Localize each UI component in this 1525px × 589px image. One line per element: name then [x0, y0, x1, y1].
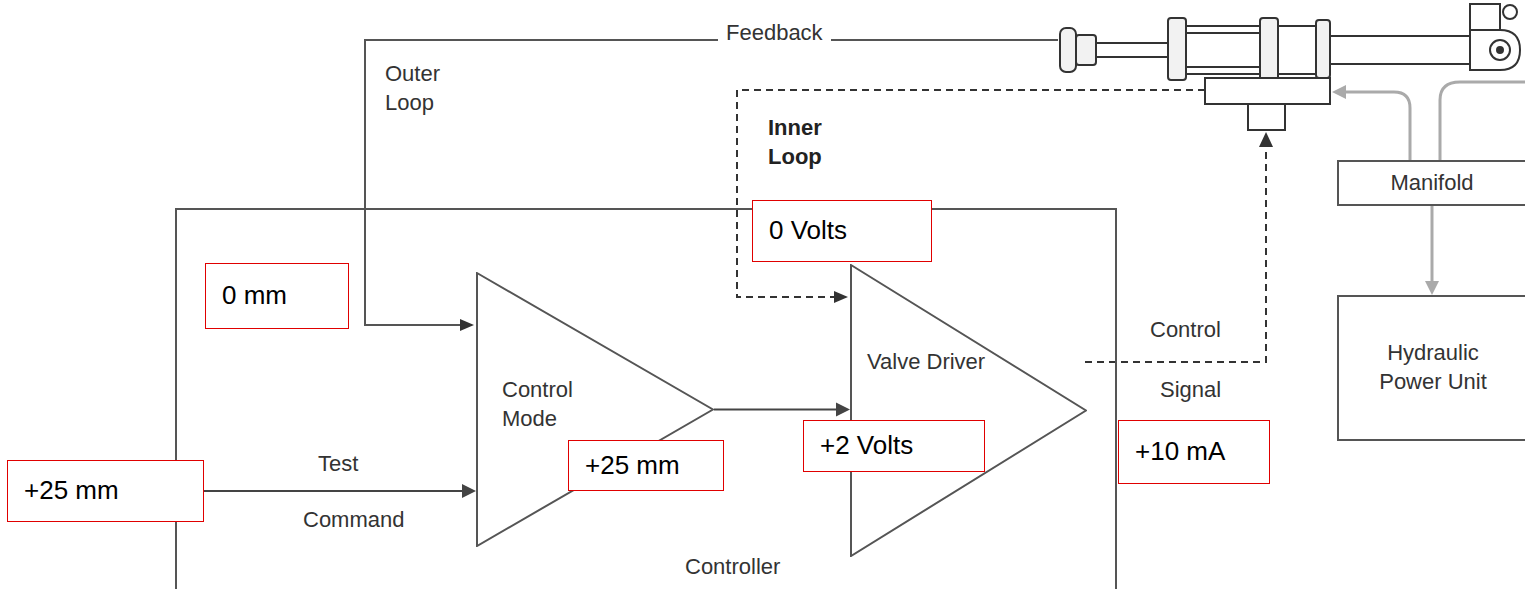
hydraulic-line: [1344, 82, 1525, 160]
manifold-box: Manifold: [1337, 160, 1525, 206]
hydraulic-arrow: [1332, 85, 1346, 99]
actuator: [1060, 4, 1520, 130]
feedback-line: [365, 40, 1058, 325]
value-text: +25 mm: [585, 449, 680, 483]
node-label: Hydraulic Power Unit: [1373, 339, 1493, 396]
node-label: Valve Driver: [867, 348, 985, 377]
valve-driver-amplifier: Valve Driver: [850, 264, 1087, 557]
signal-connector: [204, 484, 476, 498]
signal-label: Signal: [1160, 376, 1221, 405]
loop-label: Inner Loop: [768, 114, 858, 171]
value-text: +10 mA: [1135, 435, 1225, 469]
loop-label: Feedback: [718, 19, 831, 48]
value-callout: +2 Volts: [803, 420, 985, 472]
value-callout: 0 Volts: [752, 200, 932, 262]
inner-loop-line: [737, 90, 1205, 297]
value-text: +2 Volts: [820, 429, 913, 463]
value-callout: +25 mm: [7, 460, 204, 522]
signal-connector: [714, 403, 850, 417]
value-callout: +10 mA: [1118, 420, 1270, 484]
node-label: Control Mode: [502, 376, 602, 433]
node-label: Manifold: [1390, 169, 1473, 198]
control-signal-line: [1085, 146, 1266, 362]
signal-label: Control: [1150, 316, 1221, 345]
power-unit-box: Hydraulic Power Unit: [1337, 295, 1525, 441]
value-text: 0 mm: [222, 279, 287, 313]
signal-label: Test: [318, 450, 358, 479]
value-callout: +25 mm: [568, 440, 724, 491]
loop-label: Outer Loop: [385, 60, 465, 117]
signal-label: Command: [303, 506, 404, 535]
node-label: Controller: [685, 553, 780, 582]
value-callout: 0 mm: [205, 263, 349, 329]
control-mode-amplifier: Control Mode: [476, 272, 714, 547]
arrowhead: [460, 319, 474, 331]
arrowhead: [1259, 132, 1273, 147]
value-text: 0 Volts: [769, 214, 847, 248]
signal-connector: [1425, 206, 1439, 295]
arrowhead: [834, 291, 848, 303]
value-text: +25 mm: [24, 474, 119, 508]
triangle-shape: [850, 264, 1087, 557]
